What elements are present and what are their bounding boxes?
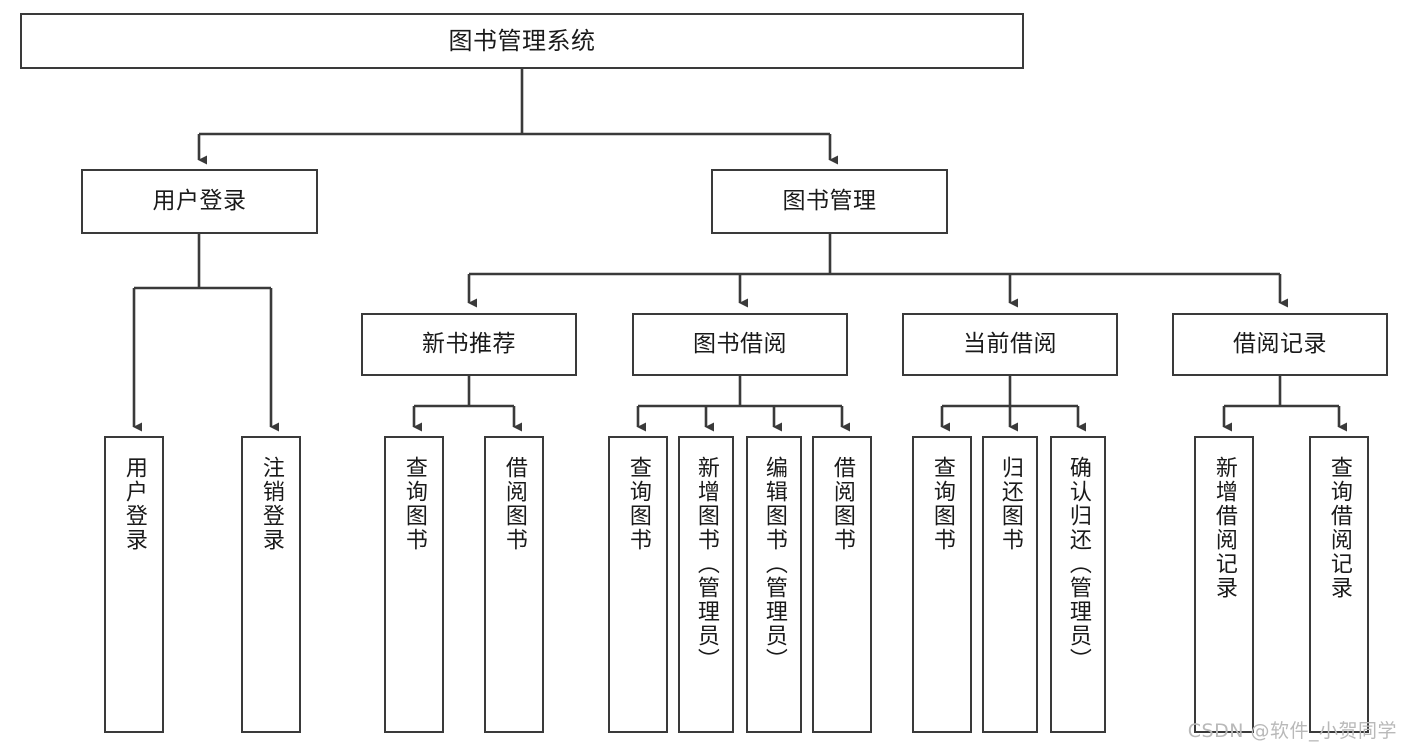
leaf-add-borrow-record[interactable]: 新增借阅记录 xyxy=(1194,436,1254,733)
node-label: 借阅图书 xyxy=(501,456,527,552)
leaf-borrow-book-recommend[interactable]: 借阅图书 xyxy=(484,436,544,733)
node-label: 查询借阅记录 xyxy=(1326,456,1352,600)
node-label: 注销登录 xyxy=(258,456,284,552)
node-user-login[interactable]: 用户登录 xyxy=(81,169,318,234)
node-label: 查询图书 xyxy=(401,456,427,552)
node-label: 借阅记录 xyxy=(1233,330,1327,357)
leaf-search-book-current[interactable]: 查询图书 xyxy=(912,436,972,733)
leaf-borrow-book[interactable]: 借阅图书 xyxy=(812,436,872,733)
leaf-search-book-recommend[interactable]: 查询图书 xyxy=(384,436,444,733)
leaf-user-login[interactable]: 用户登录 xyxy=(104,436,164,733)
leaf-confirm-return-admin[interactable]: 确认归还（管理员） xyxy=(1050,436,1106,733)
node-label: 归还图书 xyxy=(997,456,1023,552)
node-label: 借阅图书 xyxy=(829,456,855,552)
node-label: 查询图书 xyxy=(625,456,651,552)
node-book-management[interactable]: 图书管理 xyxy=(711,169,948,234)
leaf-search-borrow-record[interactable]: 查询借阅记录 xyxy=(1309,436,1369,733)
node-current-borrow[interactable]: 当前借阅 xyxy=(902,313,1118,376)
node-label: 图书借阅 xyxy=(693,330,787,357)
node-label: 图书管理 xyxy=(782,187,877,214)
node-label: 当前借阅 xyxy=(963,330,1057,357)
node-label: 查询图书 xyxy=(929,456,955,552)
node-book-borrow[interactable]: 图书借阅 xyxy=(632,313,848,376)
node-label: 新书推荐 xyxy=(422,330,516,357)
node-label: 确认归还（管理员） xyxy=(1065,456,1091,672)
node-label: 新增图书（管理员） xyxy=(693,456,719,672)
node-label: 用户登录 xyxy=(121,456,147,552)
node-root-system[interactable]: 图书管理系统 xyxy=(20,13,1024,69)
leaf-return-book[interactable]: 归还图书 xyxy=(982,436,1038,733)
node-label: 新增借阅记录 xyxy=(1211,456,1237,600)
leaf-logout[interactable]: 注销登录 xyxy=(241,436,301,733)
leaf-edit-book-admin[interactable]: 编辑图书（管理员） xyxy=(746,436,802,733)
node-label: 编辑图书（管理员） xyxy=(761,456,787,672)
node-label: 用户登录 xyxy=(152,187,247,214)
leaf-add-book-admin[interactable]: 新增图书（管理员） xyxy=(678,436,734,733)
node-new-book-recommend[interactable]: 新书推荐 xyxy=(361,313,577,376)
node-borrow-record[interactable]: 借阅记录 xyxy=(1172,313,1388,376)
leaf-search-book-borrow[interactable]: 查询图书 xyxy=(608,436,668,733)
node-label: 图书管理系统 xyxy=(448,26,596,55)
